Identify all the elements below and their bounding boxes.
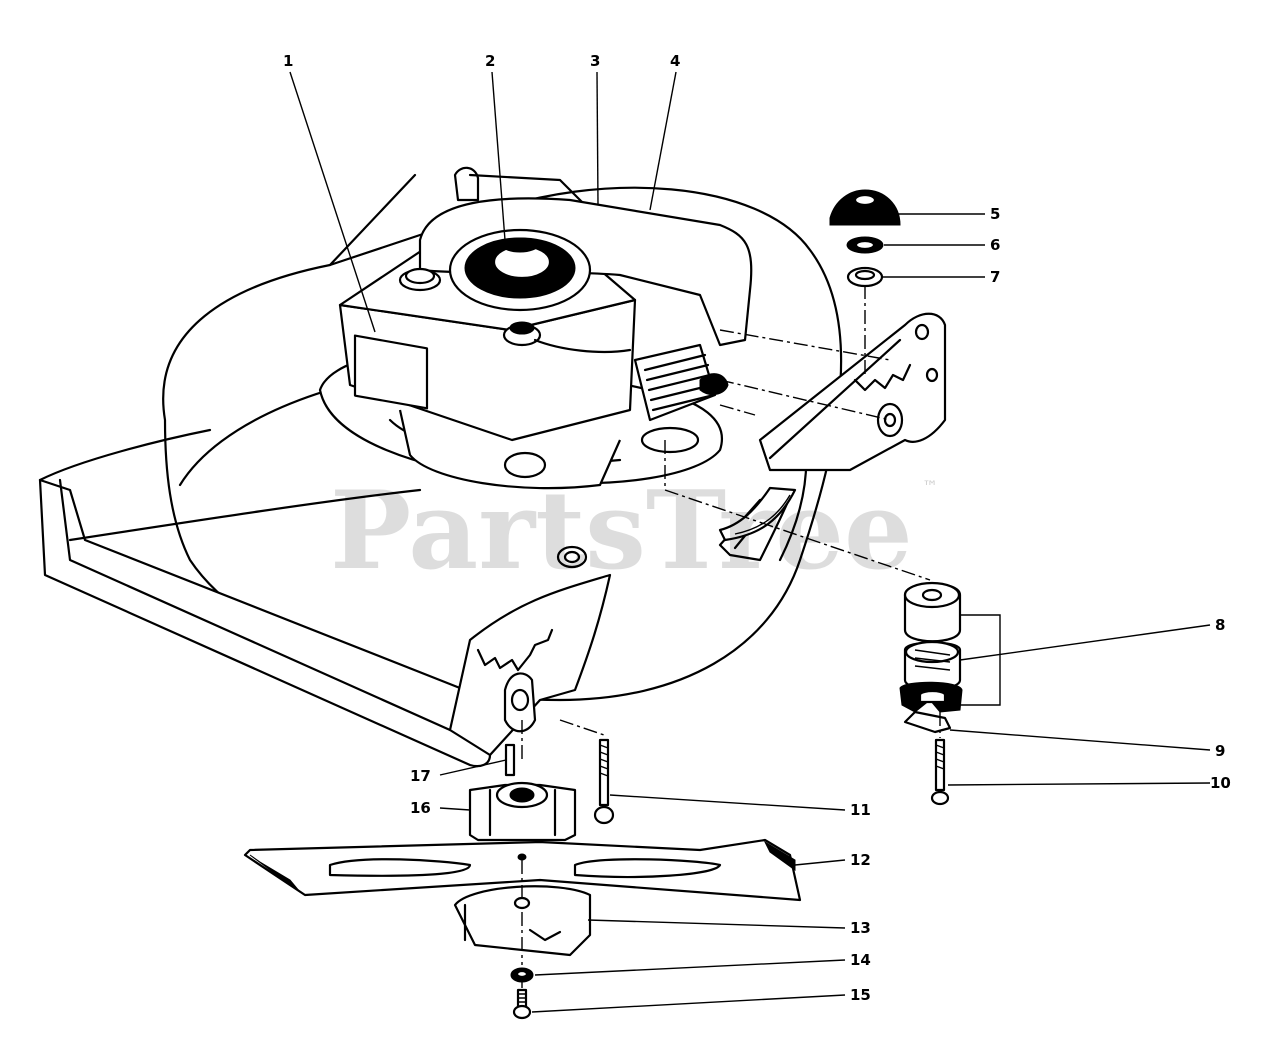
callout-7: 7 — [990, 268, 1000, 286]
watermark-brand: PartsTree — [330, 468, 913, 594]
wheel-bolt — [930, 738, 950, 806]
woodruff-key — [504, 743, 516, 777]
wheel-assembly — [899, 581, 963, 713]
callout-13: 13 — [850, 919, 871, 937]
blade-bolt — [512, 988, 532, 1020]
callout-15: 15 — [850, 986, 871, 1004]
watermark-trademark: ™ — [922, 477, 938, 496]
wheel-height-bracket — [758, 312, 947, 472]
callout-9: 9 — [1215, 742, 1225, 760]
blade-adapter — [468, 781, 577, 842]
wheel-plate — [903, 710, 952, 734]
callout-3: 3 — [590, 52, 600, 70]
callout-10: 10 — [1210, 774, 1231, 792]
knob-bushing — [846, 266, 884, 288]
callout-14: 14 — [850, 951, 871, 969]
deck-bolt — [593, 738, 615, 825]
callout-4: 4 — [670, 52, 680, 70]
wheel-knob — [829, 189, 901, 226]
callout-6: 6 — [990, 236, 1000, 254]
knob-washer — [846, 236, 884, 254]
callout-16: 16 — [410, 799, 431, 817]
callout-labels: 1 2 3 4 5 6 7 8 9 10 11 12 13 14 15 16 1… — [283, 52, 1231, 1004]
callout-11: 11 — [850, 801, 871, 819]
callout-8: 8 — [1215, 616, 1225, 634]
callout-12: 12 — [850, 851, 871, 869]
callout-5: 5 — [990, 205, 1000, 223]
callout-17: 17 — [410, 767, 431, 785]
watermark: PartsTree ™ — [330, 468, 938, 594]
callout-1: 1 — [283, 52, 293, 70]
callout-2: 2 — [485, 52, 495, 70]
debris-shield — [718, 486, 797, 542]
assembly-lines — [521, 285, 941, 988]
engine — [318, 197, 753, 490]
blade-washer — [510, 967, 534, 983]
leader-lines — [289, 71, 1211, 1013]
